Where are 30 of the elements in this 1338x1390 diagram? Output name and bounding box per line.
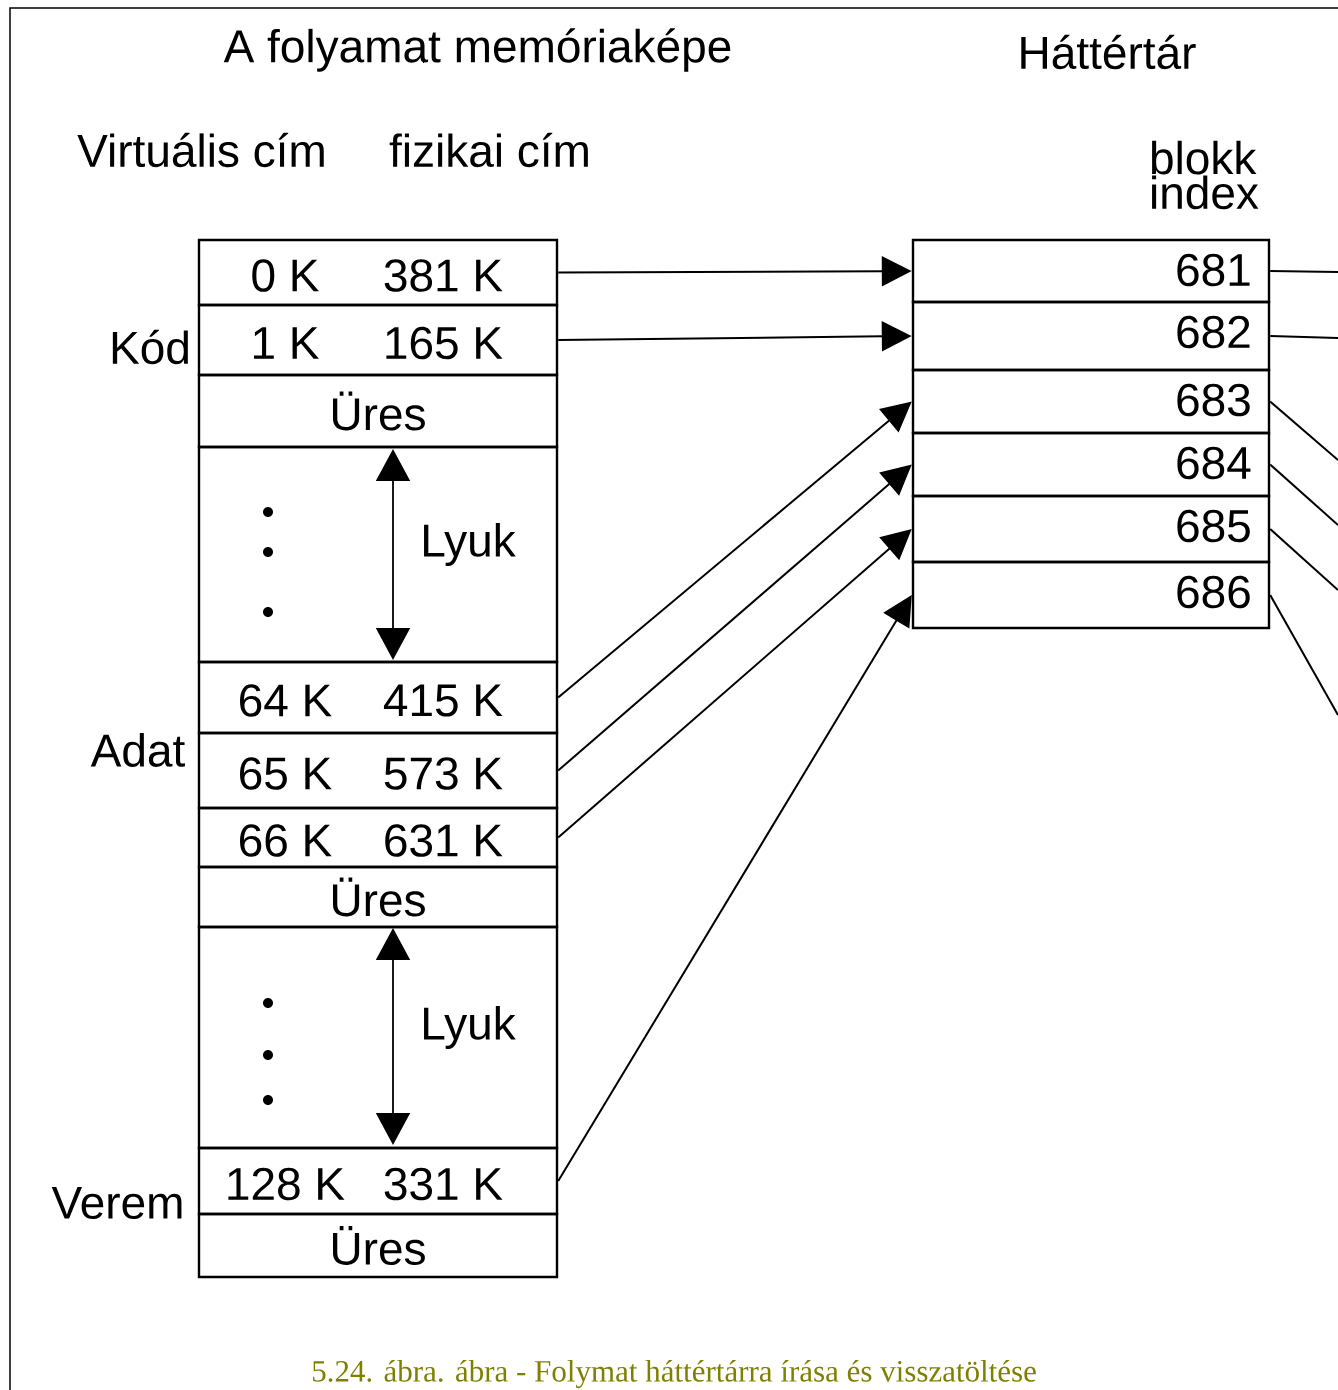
memory-row: 64 K 415 K xyxy=(197,660,559,735)
memory-row: 0 K 381 K xyxy=(197,238,559,307)
memory-row: 65 K 573 K xyxy=(197,731,559,810)
arrow xyxy=(557,401,912,699)
hole-region: Lyuk xyxy=(197,925,559,1150)
disk-block: 683 xyxy=(911,368,1271,435)
disk-block: 684 xyxy=(911,431,1271,498)
label: Kód xyxy=(112,329,188,365)
disk-block: 681 xyxy=(911,238,1271,304)
label: Háttértár xyxy=(1021,34,1196,70)
disk-block: 682 xyxy=(911,300,1271,372)
label: Verem xyxy=(51,1186,182,1220)
label: Adat xyxy=(90,733,185,767)
disk-block: 686 xyxy=(911,560,1271,630)
memory-row: 66 K 631 K xyxy=(197,806,559,869)
label: A folyamat memóriaképe xyxy=(223,28,731,72)
memory-row: 1 K 165 K xyxy=(197,303,559,377)
disk-block: 685 xyxy=(911,494,1271,564)
label: Virtuális cím xyxy=(77,132,324,168)
memory-row: Üres xyxy=(197,1212,559,1279)
hole-region: Lyuk xyxy=(197,445,559,664)
arrow xyxy=(557,595,912,1182)
memory-row: Üres xyxy=(197,373,559,449)
caption: 5.24. ábra. ábra - Folymat háttértárra írása és visszatöltése xyxy=(313,1359,1036,1389)
memory-row: Üres xyxy=(197,865,559,929)
arrow xyxy=(557,464,912,772)
label: blokk index xyxy=(1151,140,1259,210)
label: fizikai cím xyxy=(389,132,588,168)
arrow xyxy=(557,529,912,839)
memory-row: 128 K 331 K xyxy=(197,1146,559,1216)
